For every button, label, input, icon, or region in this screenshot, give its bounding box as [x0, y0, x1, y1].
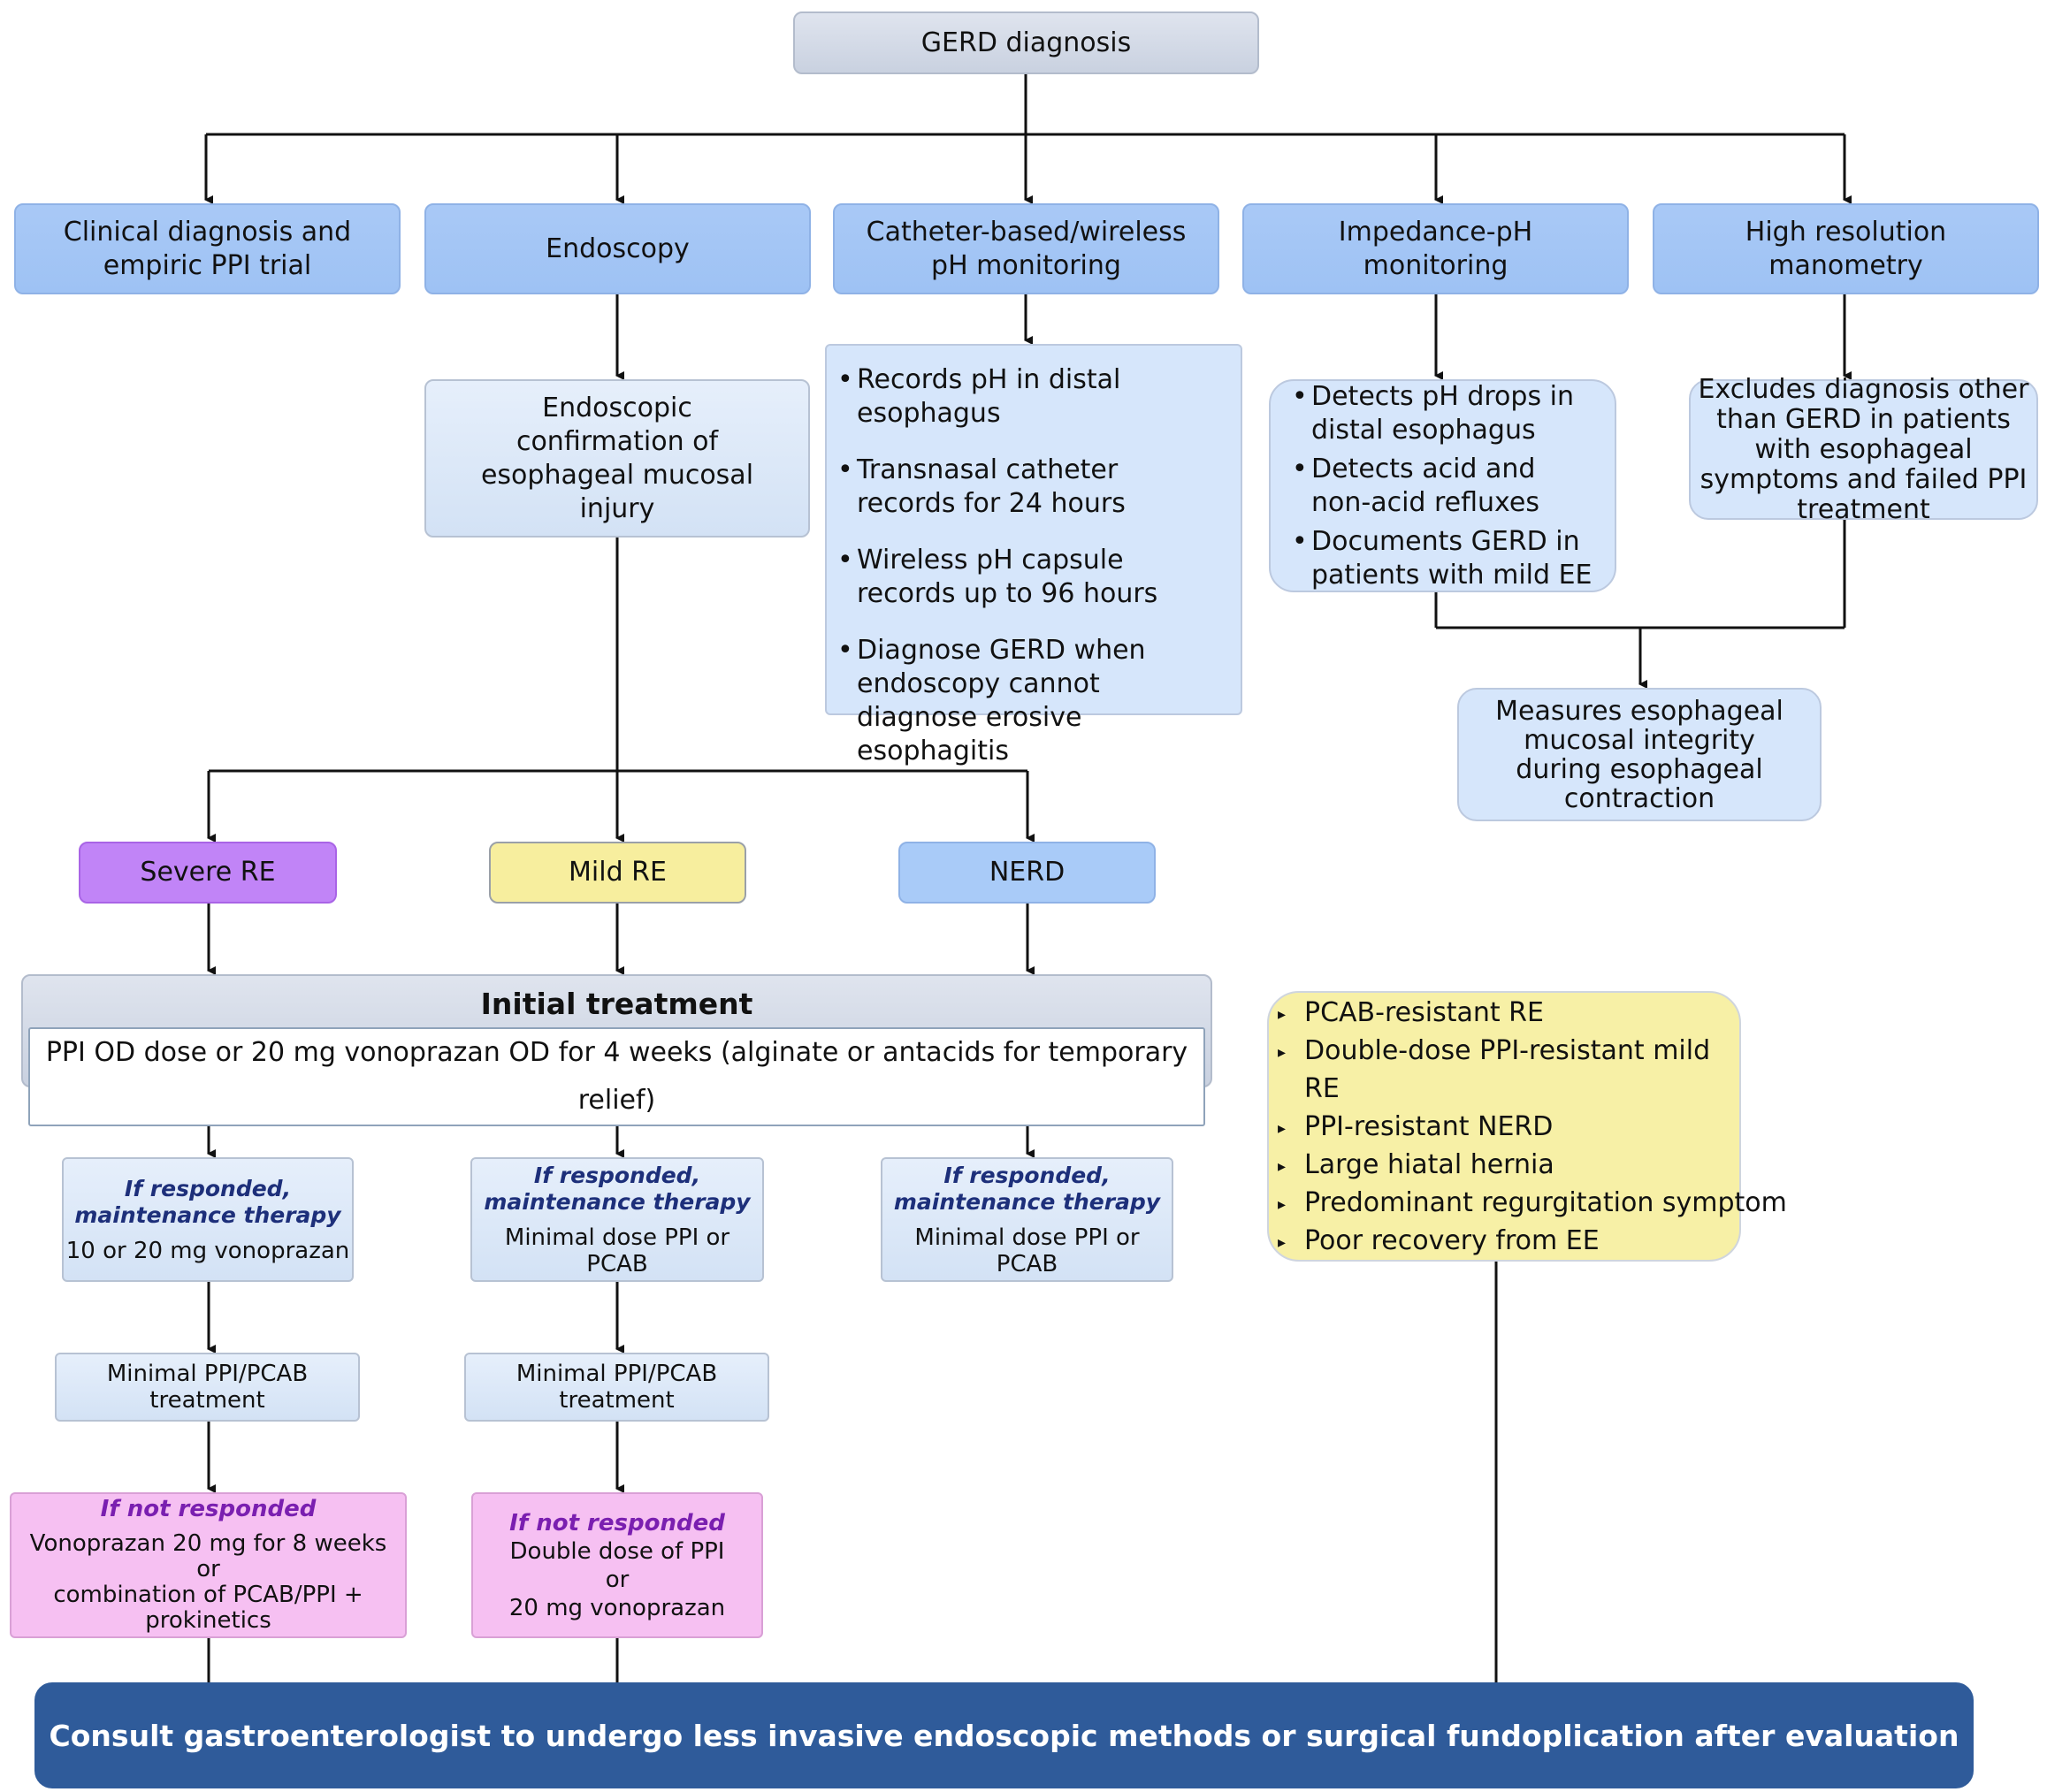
- category-nerd: NERD: [898, 842, 1156, 904]
- minimal-treatment-severe: Minimal PPI/PCAB treatment: [55, 1353, 360, 1422]
- list-item: Wireless pH capsule records up to 96 hou…: [834, 544, 1234, 611]
- not-responded-line: or: [605, 1566, 630, 1593]
- list-item: Records pH in distal esophagus: [834, 363, 1234, 431]
- ph-monitoring-detail: Records pH in distal esophagus Transnasa…: [825, 344, 1242, 766]
- not-responded-heading: If not responded: [100, 1496, 317, 1522]
- not-responded-severe: If not responded Vonoprazan 20 mg for 8 …: [10, 1492, 407, 1638]
- minimal-label: Minimal PPI/PCAB treatment: [106, 1361, 309, 1414]
- method-label: Clinical diagnosis and empiric PPI trial: [63, 216, 352, 281]
- category-label: Mild RE: [569, 857, 667, 888]
- maintenance-text: 10 or 20 mg vonoprazan: [65, 1237, 350, 1264]
- maintenance-heading: maintenance therapy: [484, 1188, 751, 1215]
- not-responded-line: 20 mg vonoprazan: [508, 1594, 726, 1621]
- final-recommendation: Consult gastroenterologist to undergo le…: [34, 1682, 1974, 1788]
- maintenance-text: Minimal dose PPI or PCAB: [504, 1224, 730, 1277]
- method-impedance-ph: Impedance-pH monitoring: [1242, 203, 1629, 294]
- refractory-conditions: PCAB-resistant RE Double-dose PPI-resist…: [1267, 991, 1787, 1262]
- list-item: Transnasal catheter records for 24 hours: [834, 454, 1234, 521]
- method-manometry: High resolution manometry: [1653, 203, 2039, 294]
- mucosal-integrity-node: Measures esophageal mucosal integrity du…: [1457, 688, 1822, 821]
- ph-detail-list: Records pH in distal esophagus Transnasa…: [834, 363, 1234, 768]
- method-label: Catheter-based/wireless pH monitoring: [866, 216, 1187, 281]
- not-responded-heading: If not responded: [509, 1509, 725, 1537]
- method-label: Impedance-pH monitoring: [1338, 216, 1533, 281]
- impedance-detail-list: Detects pH drops in distal esophagus Det…: [1288, 380, 1597, 592]
- initial-treatment-title: Initial treatment: [480, 987, 753, 1021]
- method-endoscopy: Endoscopy: [424, 203, 811, 294]
- list-item: Large hiatal hernia: [1278, 1146, 1730, 1186]
- category-severe-re: Severe RE: [79, 842, 337, 904]
- list-item: Detects pH drops in distal esophagus: [1288, 380, 1597, 447]
- initial-treatment: Initial treatment PPI OD dose or 20 mg v…: [21, 974, 1212, 1126]
- manometry-detail: Excludes diagnosis other than GERD in pa…: [1689, 374, 2038, 524]
- maintenance-nerd: If responded, maintenance therapy Minima…: [881, 1157, 1173, 1282]
- list-item: PCAB-resistant RE: [1278, 994, 1730, 1033]
- refractory-list: PCAB-resistant RE Double-dose PPI-resist…: [1278, 994, 1787, 1262]
- category-mild-re: Mild RE: [489, 842, 746, 904]
- list-item: Documents GERD in patients with mild EE: [1288, 525, 1597, 592]
- impedance-detail: Detects pH drops in distal esophagus Det…: [1269, 379, 1616, 592]
- list-item: Double-dose PPI-resistant mild RE: [1278, 1032, 1730, 1108]
- endoscopy-detail-label: Endoscopic confirmation of esophageal mu…: [480, 392, 754, 524]
- maintenance-heading: maintenance therapy: [893, 1188, 1161, 1215]
- not-responded-line: Vonoprazan 20 mg for 8 weeks: [29, 1530, 387, 1557]
- list-item: Diagnose GERD when endoscopy cannot diag…: [834, 634, 1234, 768]
- root-label: GERD diagnosis: [920, 27, 1132, 58]
- list-item: Predominant regurgitation symptom: [1278, 1184, 1787, 1224]
- method-label: High resolution manometry: [1745, 216, 1947, 281]
- maintenance-heading: If responded,: [533, 1162, 701, 1188]
- minimal-treatment-mild: Minimal PPI/PCAB treatment: [464, 1353, 769, 1422]
- not-responded-line: or: [196, 1556, 220, 1582]
- final-label: Consult gastroenterologist to undergo le…: [49, 1718, 1959, 1753]
- minimal-label: Minimal PPI/PCAB treatment: [516, 1361, 718, 1414]
- endoscopy-detail: Endoscopic confirmation of esophageal mu…: [424, 379, 810, 538]
- category-label: NERD: [989, 857, 1066, 888]
- maintenance-severe: If responded, maintenance therapy 10 or …: [62, 1157, 354, 1282]
- category-label: Severe RE: [140, 857, 276, 888]
- method-label: Endoscopy: [546, 233, 690, 264]
- mucosal-integrity-label: Measures esophageal mucosal integrity du…: [1495, 695, 1783, 814]
- not-responded-line: Double dose of PPI: [509, 1537, 725, 1565]
- list-item: Poor recovery from EE: [1278, 1222, 1730, 1262]
- list-item: PPI-resistant NERD: [1278, 1108, 1730, 1148]
- maintenance-text: Minimal dose PPI or PCAB: [914, 1224, 1140, 1277]
- list-item: Detects acid and non-acid refluxes: [1288, 453, 1597, 520]
- maintenance-heading: If responded,: [943, 1162, 1111, 1188]
- root-node-gerd-diagnosis: GERD diagnosis: [793, 11, 1259, 74]
- method-clinical-diagnosis: Clinical diagnosis and empiric PPI trial: [14, 203, 401, 294]
- initial-treatment-text: PPI OD dose or 20 mg vonoprazan OD for 4…: [28, 1027, 1205, 1126]
- manometry-detail-label: Excludes diagnosis other than GERD in pa…: [1698, 373, 2029, 525]
- maintenance-mild: If responded, maintenance therapy Minima…: [470, 1157, 764, 1282]
- maintenance-heading: maintenance therapy: [74, 1201, 341, 1228]
- maintenance-heading: If responded,: [124, 1175, 292, 1201]
- method-ph-monitoring: Catheter-based/wireless pH monitoring: [833, 203, 1219, 294]
- not-responded-line: combination of PCAB/PPI + prokinetics: [53, 1582, 363, 1634]
- not-responded-mild: If not responded Double dose of PPI or 2…: [471, 1492, 763, 1638]
